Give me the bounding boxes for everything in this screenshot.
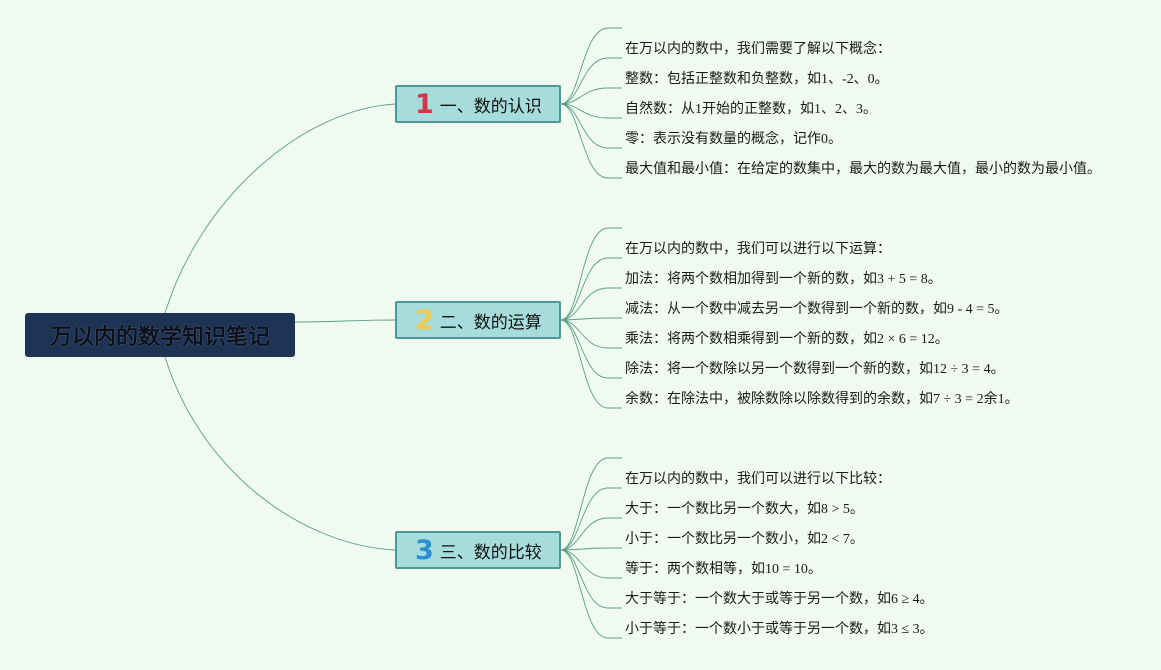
leaf-item[interactable]: 乘法：将两个数相乘得到一个新的数，如2 × 6 = 12。	[625, 332, 949, 347]
leaf-connector	[560, 319, 622, 379]
leaf-item[interactable]: 除法：将一个数除以另一个数得到一个新的数，如12 ÷ 3 = 4。	[625, 362, 1005, 377]
branch-label: 三、数的比较	[439, 542, 542, 563]
number-3-icon: 3	[415, 534, 434, 566]
branch-label: 一、数的认识	[439, 96, 542, 117]
leaf-connector	[560, 103, 622, 149]
leaf-connector	[560, 319, 622, 409]
leaf-connector	[560, 549, 622, 609]
branch-node-number-recognition[interactable]: 1 一、数的认识	[395, 85, 561, 123]
branch-node-number-comparison[interactable]: 3 三、数的比较	[395, 531, 561, 569]
leaf-item[interactable]: 大于等于：一个数大于或等于另一个数，如6 ≥ 4。	[625, 592, 934, 607]
leaf-item[interactable]: 在万以内的数中，我们需要了解以下概念：	[625, 42, 891, 57]
root-branch-line	[164, 103, 396, 314]
leaf-connector	[560, 457, 622, 551]
leaf-item[interactable]: 零：表示没有数量的概念，记作0。	[625, 132, 842, 147]
root-branch-line	[294, 319, 396, 323]
leaf-item[interactable]: 小于：一个数比另一个数小，如2 < 7。	[625, 532, 864, 547]
leaf-item[interactable]: 整数：包括正整数和负整数，如1、-2、0。	[625, 72, 889, 87]
root-node[interactable]: 万以内的数学知识笔记	[25, 313, 295, 357]
leaf-connector	[560, 103, 622, 119]
branch-node-number-operations[interactable]: 2 二、数的运算	[395, 301, 561, 339]
leaf-item[interactable]: 自然数：从1开始的正整数，如1、2、3。	[625, 102, 877, 117]
leaf-item[interactable]: 在万以内的数中，我们可以进行以下运算：	[625, 242, 891, 257]
leaf-connector	[560, 317, 622, 321]
leaf-connector	[560, 547, 622, 551]
leaf-item[interactable]: 等于：两个数相等，如10 = 10。	[625, 562, 822, 577]
root-title: 万以内的数学知识笔记	[49, 325, 270, 350]
number-1-icon: 1	[415, 88, 434, 120]
branch-label: 二、数的运算	[439, 312, 542, 333]
leaf-connector	[560, 487, 622, 551]
leaf-item[interactable]: 在万以内的数中，我们可以进行以下比较：	[625, 472, 891, 487]
leaf-connector	[560, 257, 622, 321]
leaf-connector	[560, 27, 622, 105]
leaf-item[interactable]: 大于：一个数比另一个数大，如8 > 5。	[625, 502, 864, 517]
leaf-connector	[560, 517, 622, 551]
leaf-item[interactable]: 减法：从一个数中减去另一个数得到一个新的数，如9 - 4 = 5。	[625, 302, 1009, 317]
leaf-connector	[560, 319, 622, 349]
root-branch-line	[164, 356, 396, 551]
leaf-item[interactable]: 最大值和最小值：在给定的数集中，最大的数为最大值，最小的数为最小值。	[625, 162, 1101, 177]
leaf-connector	[560, 549, 622, 579]
leaf-item[interactable]: 加法：将两个数相加得到一个新的数，如3 + 5 = 8。	[625, 272, 942, 287]
leaf-connector	[560, 227, 622, 321]
leaf-item[interactable]: 余数：在除法中，被除数除以除数得到的余数，如7 ÷ 3 = 2余1。	[625, 392, 1019, 407]
leaf-connector	[560, 549, 622, 639]
leaf-connector	[560, 57, 622, 105]
leaf-connector	[560, 103, 622, 179]
number-2-icon: 2	[415, 304, 434, 336]
leaf-connector	[560, 87, 622, 105]
leaf-connector	[560, 287, 622, 321]
leaf-item[interactable]: 小于等于：一个数小于或等于另一个数，如3 ≤ 3。	[625, 622, 934, 637]
